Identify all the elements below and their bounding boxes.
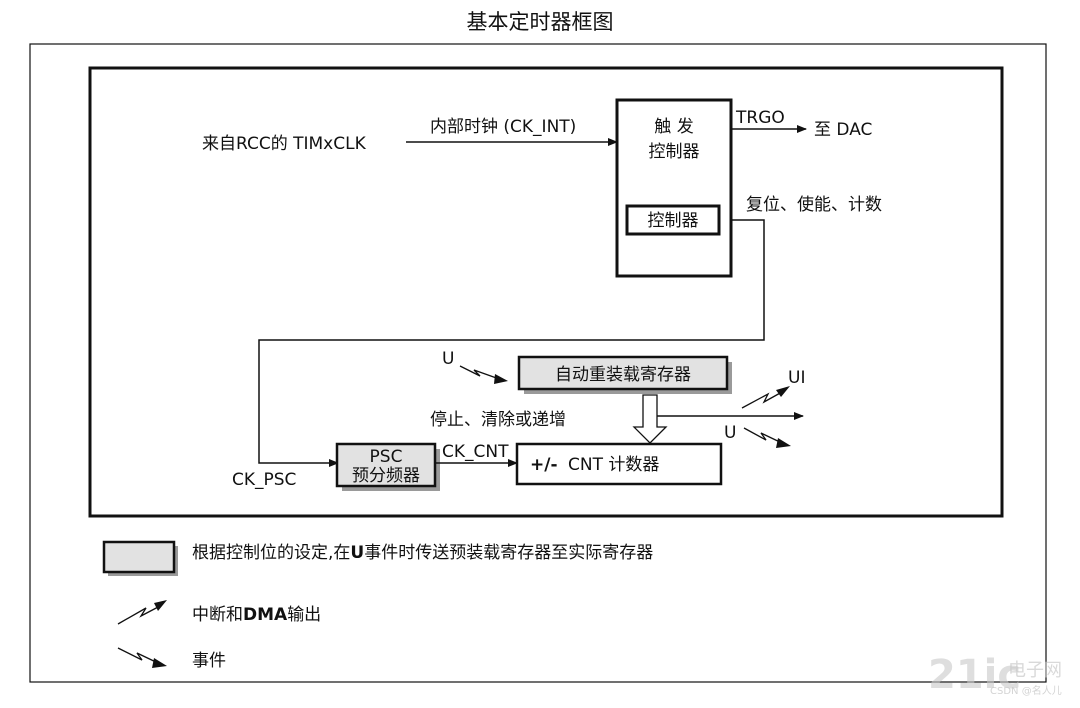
event-icon-in <box>459 365 503 381</box>
auto-reload-register <box>517 355 729 391</box>
ck-psc-label: CK_PSC <box>232 470 296 490</box>
legend-event-icon-head <box>152 658 167 668</box>
cnt-sign: +/- <box>530 455 558 475</box>
timer-frame <box>88 66 1004 518</box>
u-in-label: U <box>442 349 454 369</box>
trigger-controller-label-1: 触 发 <box>654 117 693 137</box>
watermark-logo: 21ic <box>928 652 1021 698</box>
u-out-label: U <box>724 423 736 443</box>
cnt-counter <box>515 442 723 486</box>
trigger-controller-block <box>615 98 733 278</box>
legend-interrupt-icon-head <box>154 600 167 611</box>
watermark-site: 电子网 <box>1008 660 1062 681</box>
watermark-credit: CSDN @名人儿 <box>990 684 1062 697</box>
psc-label-2: 预分频器 <box>352 466 420 486</box>
preload-transfer-arrow <box>632 394 668 444</box>
legend-event-icon <box>117 647 161 665</box>
controller-label: 控制器 <box>648 211 699 231</box>
outer-frame <box>29 43 1047 683</box>
source-label: 来自RCC的 TIMxCLK <box>202 134 367 154</box>
reset-enable-count-label: 复位、使能、计数 <box>746 194 882 215</box>
trigger-controller-label-2: 控制器 <box>649 142 700 162</box>
to-dac-label: 至 DAC <box>814 120 872 140</box>
psc-prescaler <box>335 442 437 488</box>
arr-label: 自动重装载寄存器 <box>555 365 691 385</box>
legend-event-text: 事件 <box>192 651 226 671</box>
interrupt-icon-ui <box>741 391 783 409</box>
event-icon-out-head <box>776 438 791 448</box>
legend-interrupt-icon <box>117 605 161 625</box>
legend-preload-text: 根据控制位的设定,在U事件时传送预装载寄存器至实际寄存器 <box>192 543 653 563</box>
legend-interrupt-text: 中断和DMA输出 <box>192 605 321 625</box>
diagram-title: 基本定时器框图 <box>466 10 614 34</box>
psc-label-1: PSC <box>370 447 403 467</box>
ck-cnt-label: CK_CNT <box>442 442 509 462</box>
legend-preload-swatch <box>102 540 176 574</box>
event-icon-in-head <box>494 374 508 384</box>
control-signal-line <box>258 219 765 467</box>
interrupt-icon-ui-head <box>776 386 790 397</box>
trgo-label: TRGO <box>735 108 785 128</box>
cnt-label: CNT 计数器 <box>568 455 659 475</box>
event-icon-out <box>743 427 785 445</box>
controller-inner-box <box>625 204 721 236</box>
stop-clear-label: 停止、清除或递增 <box>430 410 566 430</box>
ui-label: UI <box>788 368 805 388</box>
ck-int-label: 内部时钟 (CK_INT) <box>430 117 576 137</box>
